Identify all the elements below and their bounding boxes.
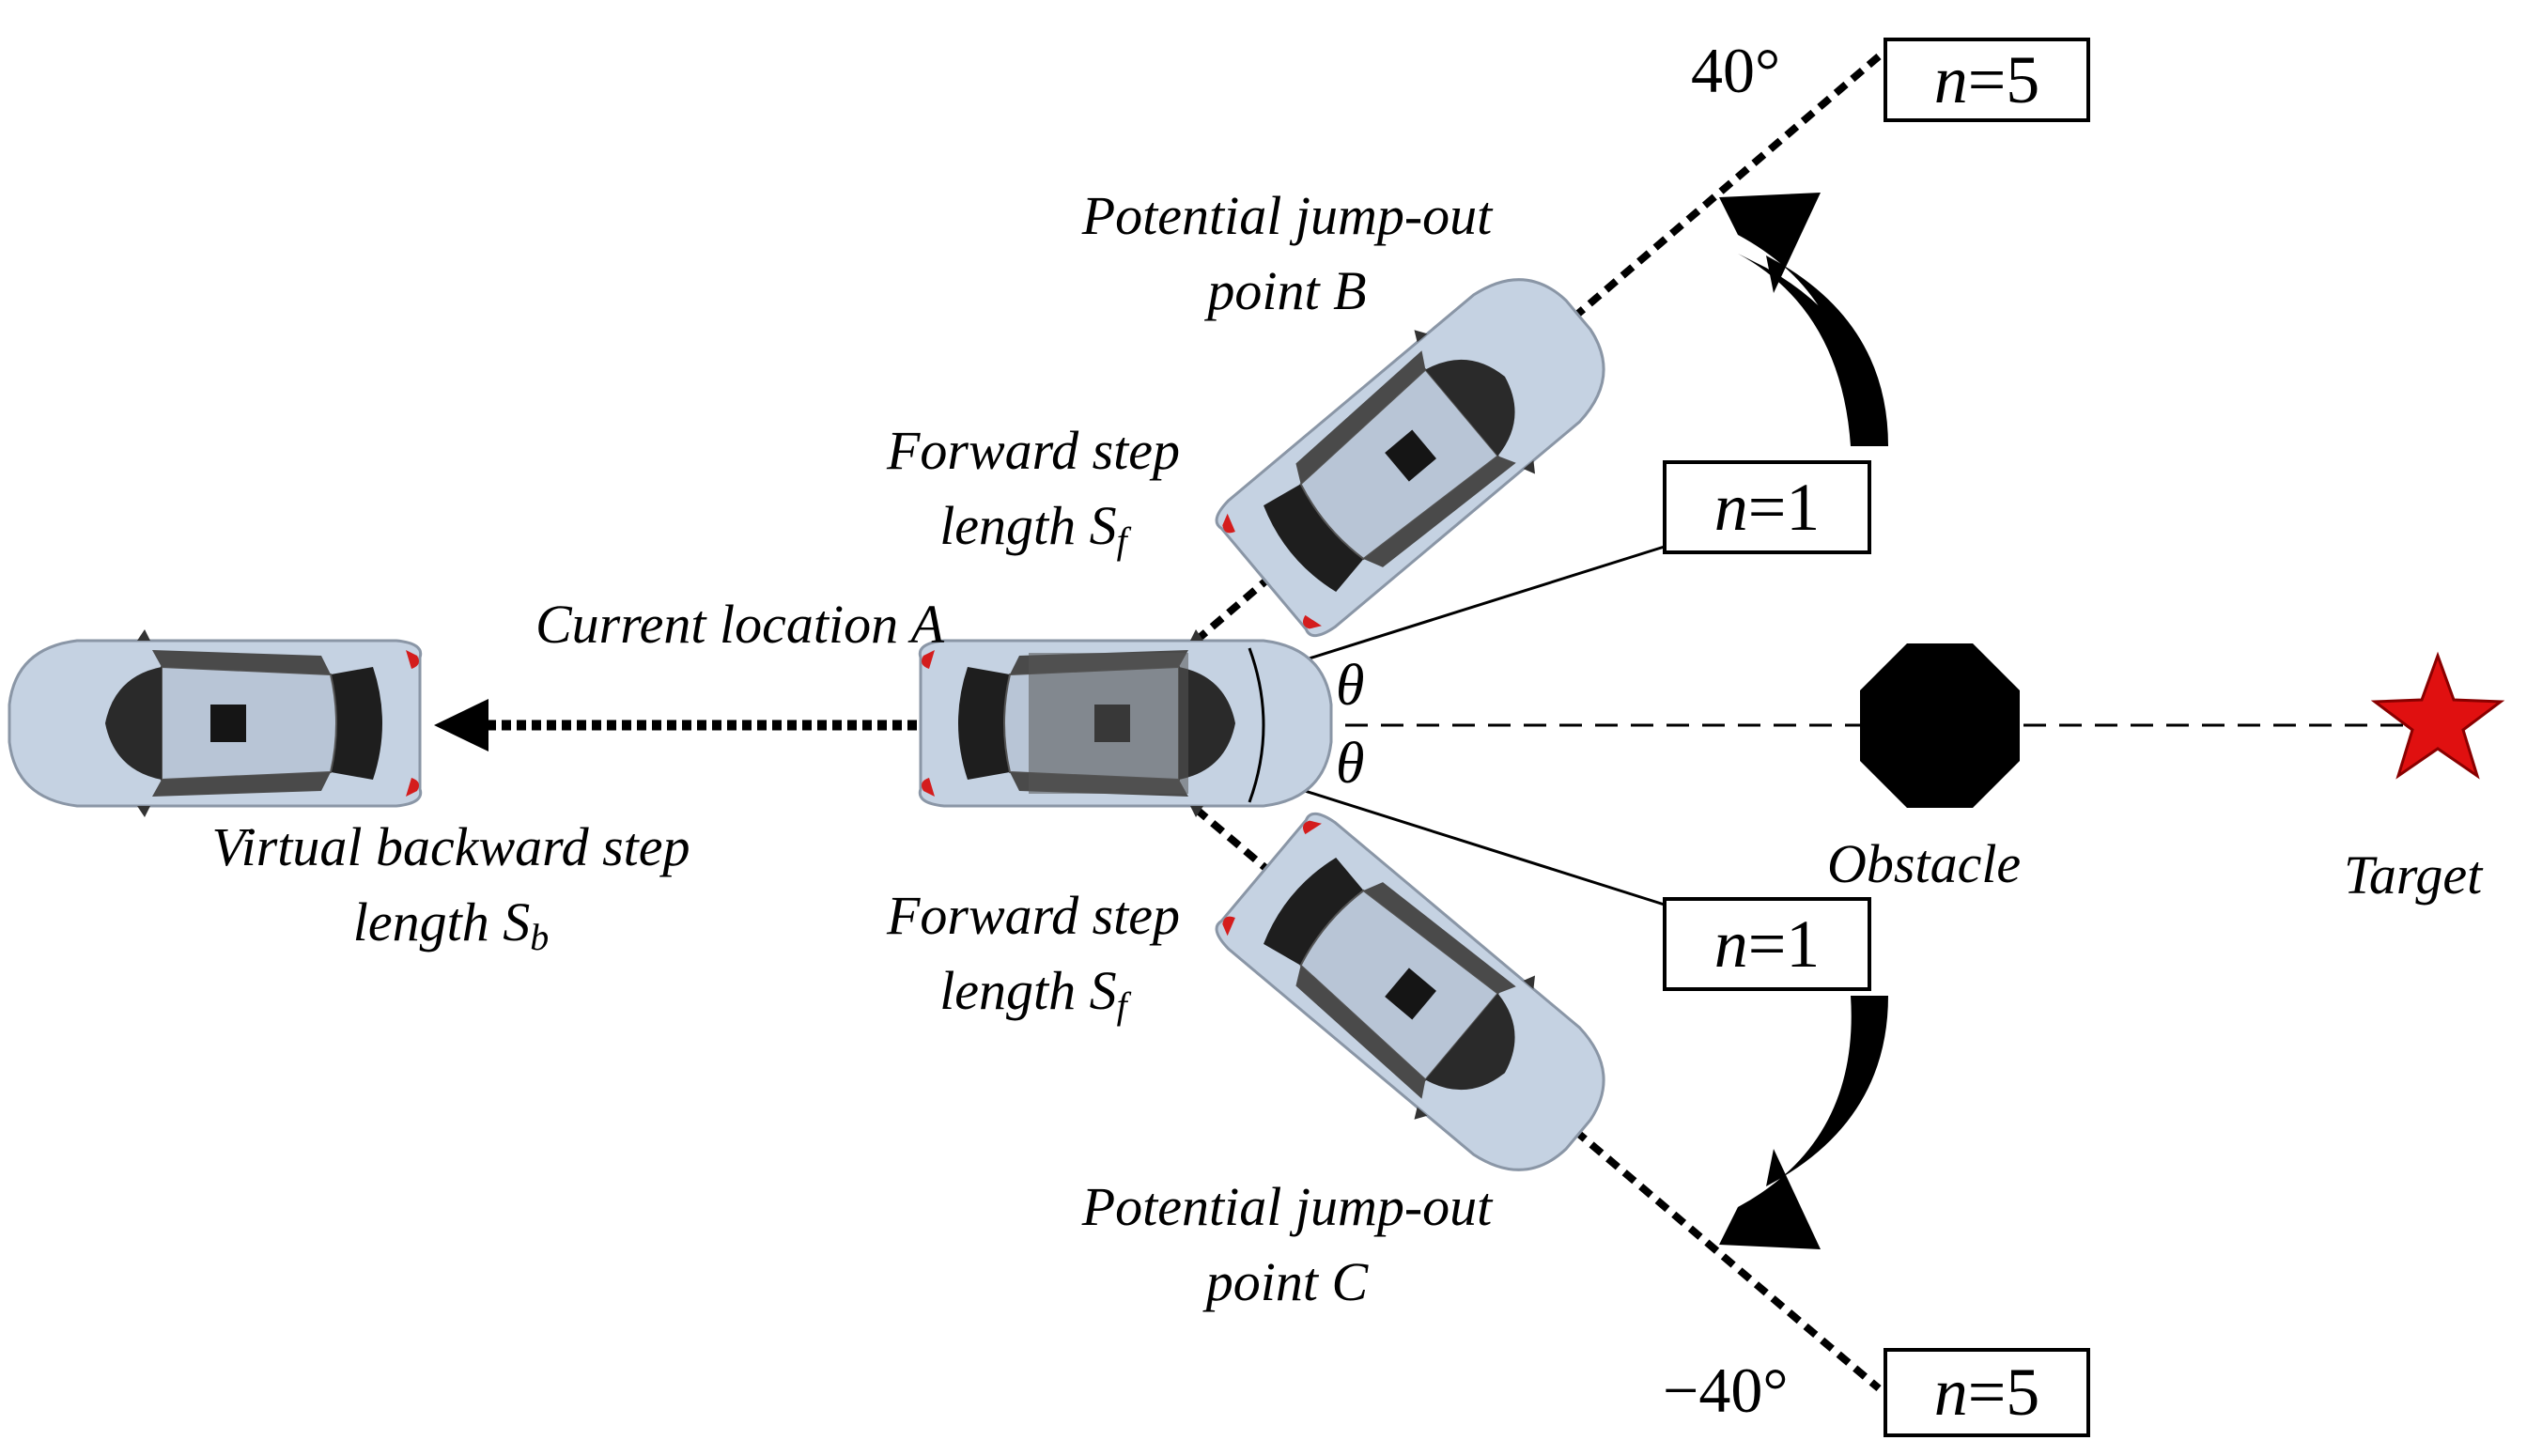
current-car bbox=[918, 627, 1333, 819]
angle-lower-label: −40° bbox=[1663, 1355, 1789, 1426]
backward-arrow-head bbox=[434, 699, 488, 751]
n-box-bottom: n=5 bbox=[1884, 1348, 2090, 1437]
theta-arc bbox=[1248, 647, 1265, 803]
n-box-top: n=5 bbox=[1884, 38, 2090, 122]
virtual-backward-label: Virtual backward step length Sb bbox=[211, 816, 690, 958]
curved-arrow-down-icon bbox=[1719, 996, 1888, 1249]
n-box-upper-mid: n=1 bbox=[1663, 460, 1871, 554]
n-box-lower-mid: n=1 bbox=[1663, 897, 1871, 991]
virtual-backward-car bbox=[8, 627, 423, 819]
forward-step-lower-label: Forward step length Sf bbox=[886, 885, 1181, 1027]
target-label: Target bbox=[2344, 844, 2483, 906]
forward-car-lower bbox=[1201, 797, 1640, 1208]
octagon-obstacle-icon bbox=[1860, 643, 2020, 808]
potential-point-b-label: Potential jump-out point B bbox=[1081, 185, 1493, 321]
theta-lower-label: θ bbox=[1336, 732, 1365, 796]
star-target-icon bbox=[2370, 651, 2505, 780]
forward-step-upper-label: Forward step length Sf bbox=[886, 420, 1181, 562]
angle-upper-label: 40° bbox=[1691, 35, 1781, 106]
forward-ray-down bbox=[1094, 721, 1882, 1392]
current-location-label: Current location A bbox=[535, 594, 944, 655]
theta-upper-label: θ bbox=[1336, 654, 1365, 718]
potential-point-c-label: Potential jump-out point C bbox=[1081, 1176, 1493, 1312]
obstacle-label: Obstacle bbox=[1827, 833, 2022, 894]
